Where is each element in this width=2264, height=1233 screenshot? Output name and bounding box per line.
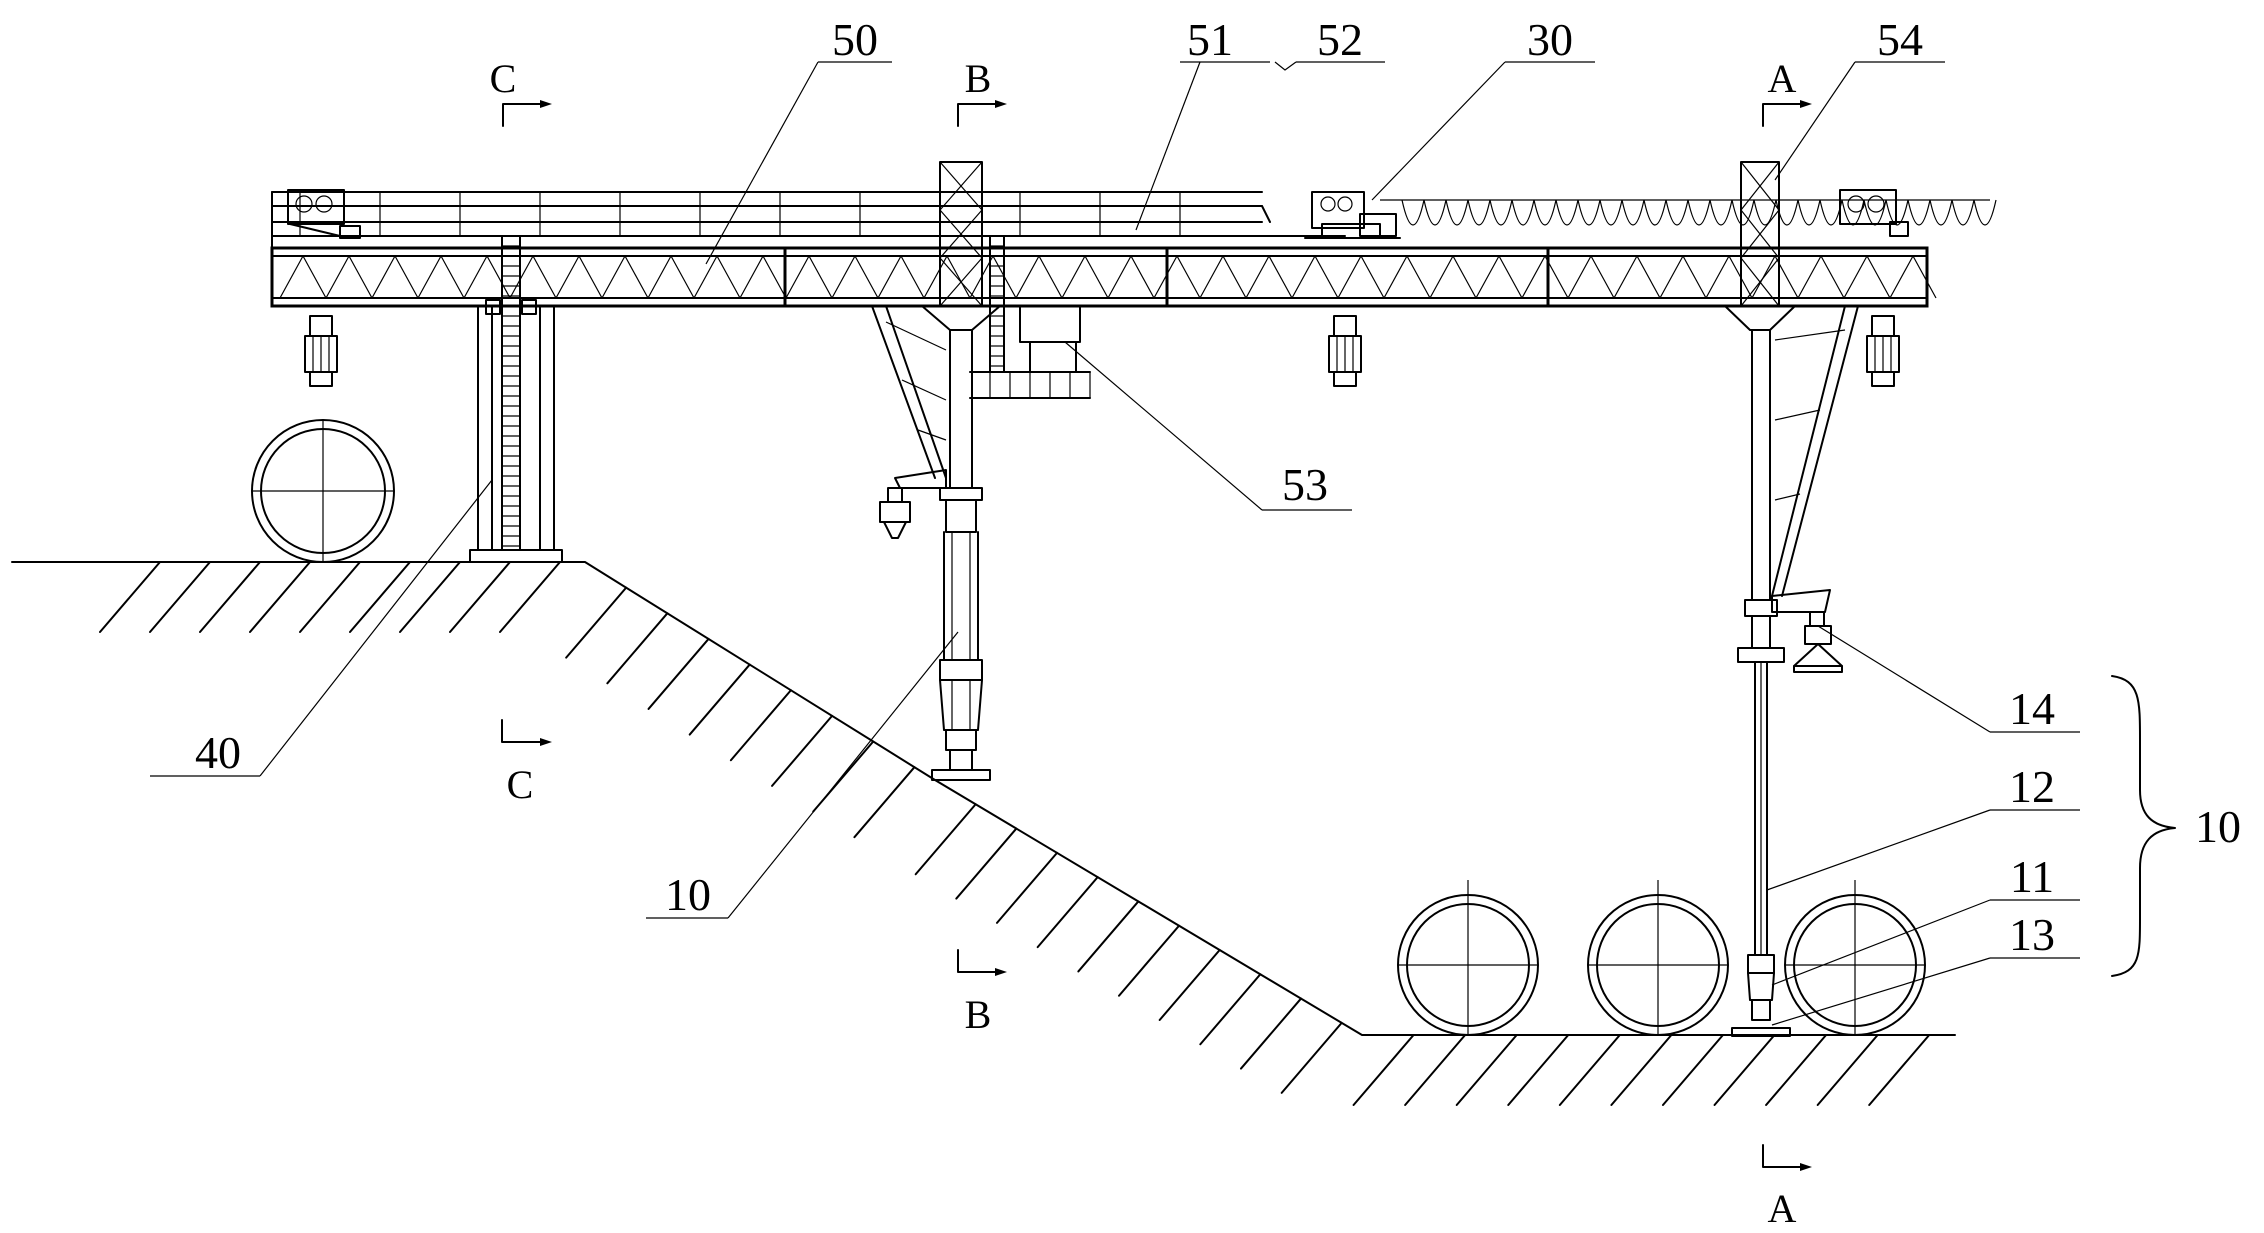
section-a-top: A <box>1768 56 1797 101</box>
section-b-top: B <box>965 56 992 101</box>
hoist-hook-left <box>304 315 338 387</box>
label-53: 53 <box>1282 459 1328 510</box>
label-14: 14 <box>2009 683 2055 734</box>
section-b-bottom: B <box>965 992 992 1037</box>
label-40: 40 <box>195 727 241 778</box>
pipe-bottom-3 <box>1784 880 1926 1036</box>
label-10-right: 10 <box>2195 801 2241 852</box>
leg-10-right <box>1731 305 1859 1037</box>
ladder-left <box>502 245 520 547</box>
leg-10-middle <box>871 305 991 781</box>
hoist-hook-right <box>1866 315 1900 387</box>
ladder-middle <box>990 245 1004 367</box>
hoist-hook-middle <box>1328 315 1362 387</box>
pipes <box>251 419 1926 1036</box>
label-52: 52 <box>1317 14 1363 65</box>
label-12: 12 <box>2009 761 2055 812</box>
ground <box>11 561 1956 1106</box>
support-leg-40 <box>469 235 563 563</box>
operator-cabin-53 <box>969 235 1091 399</box>
label-30: 30 <box>1527 14 1573 65</box>
ground-profile <box>11 561 1956 1036</box>
trolley-30 <box>1304 191 1401 239</box>
label-51: 51 <box>1187 14 1233 65</box>
pipe-upper-left <box>251 419 395 563</box>
ground-hatching <box>99 561 1931 1106</box>
truss-web <box>279 255 1937 299</box>
label-13: 13 <box>2009 909 2055 960</box>
section-c-bottom: C <box>507 762 534 807</box>
label-11: 11 <box>2010 851 2054 902</box>
brace <box>2111 675 2176 977</box>
label-54: 54 <box>1877 14 1923 65</box>
winch-left <box>287 189 361 239</box>
label-10-middle: 10 <box>665 869 711 920</box>
section-c-top: C <box>490 56 517 101</box>
label-50: 50 <box>832 14 878 65</box>
pipe-bottom-2 <box>1587 880 1729 1036</box>
section-a-bottom: A <box>1768 1186 1797 1231</box>
railing-posts <box>299 192 1181 236</box>
section-marks: C C B B A A <box>490 56 1812 1231</box>
pipe-bottom-1 <box>1397 880 1539 1036</box>
main-truss-beam <box>270 191 1997 308</box>
winch-right <box>1839 189 1909 237</box>
leader-labels: 50 51 52 30 54 53 40 10 14 12 <box>150 14 2241 1026</box>
